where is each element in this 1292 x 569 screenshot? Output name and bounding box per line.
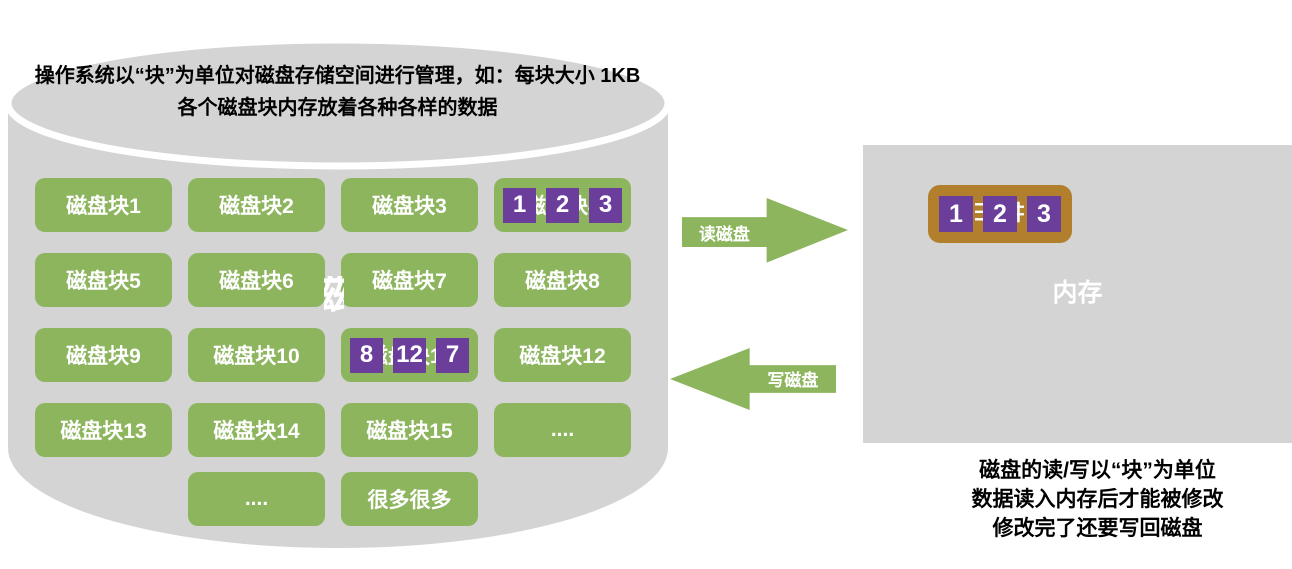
disk-block-with-data: 磁盘块11 8 12 7	[341, 328, 478, 382]
disk-block: 磁盘块1	[35, 178, 172, 232]
data-block: 7	[436, 337, 469, 373]
disk-block-label: 磁盘块8	[525, 270, 600, 293]
hidden-text-fragment-glyph: 磁	[324, 276, 344, 316]
read-disk-arrow-label: 读磁盘	[698, 224, 750, 244]
disk-block: 磁盘块2	[188, 178, 325, 232]
caption-line2: 数据读入内存后才能被修改	[971, 488, 1224, 511]
disk-block: 磁盘块6	[188, 253, 325, 307]
disk-row-3: 磁盘块9 磁盘块10 磁盘块11 8 12 7 磁盘块12	[35, 328, 631, 382]
caption: 磁盘的读/写以“块”为单位 数据读入内存后才能被修改 修改完了还要写回磁盘	[905, 456, 1290, 543]
disk-block: 磁盘块13	[35, 403, 172, 457]
cylinder-top-ellipse	[4, 36, 672, 170]
disk-block-label: ....	[244, 487, 269, 510]
data-block: 1	[939, 196, 973, 232]
write-disk-arrow-label: 写磁盘	[767, 371, 819, 391]
disk-row-5: .... 很多很多	[35, 472, 631, 526]
disk-block-label: 磁盘块12	[519, 345, 606, 368]
memory-buffer: 日 中 1 2 3	[928, 185, 1072, 243]
data-block: 3	[1027, 196, 1061, 232]
data-block: 2	[546, 187, 579, 223]
disk-block: 磁盘块3	[341, 178, 478, 232]
hidden-text-fragment: 磁	[324, 276, 344, 316]
data-block: 2	[983, 196, 1017, 232]
disk-block-label: 磁盘块13	[60, 420, 147, 443]
disk-block: 磁盘块5	[35, 253, 172, 307]
disk-block-label: 磁盘块15	[366, 420, 453, 443]
disk-block-label: 磁盘块14	[213, 420, 300, 443]
disk-block: 磁盘块12	[494, 328, 631, 382]
hidden-text-fragment-glyph: 日	[975, 201, 984, 227]
data-block: 12	[393, 337, 426, 373]
disk-block-label: 磁盘块9	[66, 345, 141, 368]
hidden-text-fragment: 日	[975, 201, 984, 227]
memory-label: 内存	[1052, 279, 1103, 307]
disk-block: ....	[188, 472, 325, 526]
data-block: 8	[350, 337, 383, 373]
disk-block: 磁盘块15	[341, 403, 478, 457]
disk-block-label: 很多很多	[367, 489, 452, 512]
data-block-overlay: 1 2 3	[494, 178, 631, 232]
caption-line1: 磁盘的读/写以“块”为单位	[979, 459, 1216, 482]
disk-block: ....	[494, 403, 631, 457]
disk-row-4: 磁盘块13 磁盘块14 磁盘块15 ....	[35, 403, 631, 457]
disk-heading: 操作系统以“块”为单位对磁盘存储空间进行管理，如：每块大小 1KB 各个磁盘块内…	[10, 60, 665, 124]
data-block: 1	[503, 187, 536, 223]
disk-row-2: 磁盘块5 磁盘块6 磁盘块7 磁盘块8	[35, 253, 631, 307]
data-block-overlay: 8 12 7	[341, 328, 478, 382]
disk-block: 磁盘块9	[35, 328, 172, 382]
disk-block: 磁盘块7	[341, 253, 478, 307]
disk-block: 磁盘块14	[188, 403, 325, 457]
disk-block: 磁盘块10	[188, 328, 325, 382]
disk-heading-line1: 操作系统以“块”为单位对磁盘存储空间进行管理，如：每块大小 1KB	[34, 65, 641, 87]
disk-block-label: 磁盘块2	[219, 195, 294, 218]
disk-block: 磁盘块8	[494, 253, 631, 307]
read-disk-arrow: 读磁盘	[682, 198, 848, 263]
disk-block-label: 磁盘块6	[219, 270, 294, 293]
hidden-text-fragment: 中	[1015, 201, 1024, 227]
disk-block-label: 磁盘块10	[213, 345, 300, 368]
disk-block: 很多很多	[341, 472, 478, 526]
memory-panel: 日 中 1 2 3 内存	[863, 145, 1292, 443]
disk-heading-line2: 各个磁盘块内存放着各种各样的数据	[177, 97, 498, 119]
disk-block-label: 磁盘块3	[372, 195, 447, 218]
hidden-text-fragment-glyph: 中	[1015, 201, 1024, 227]
disk-block-label: 磁盘块1	[66, 195, 141, 218]
disk-block-label: ....	[550, 418, 575, 441]
write-disk-arrow: 写磁盘	[670, 347, 836, 411]
disk-block-grid: 磁盘块1 磁盘块2 磁盘块3 磁盘块4 1 2 3 磁盘块5	[35, 178, 631, 547]
data-block: 3	[589, 187, 622, 223]
disk-block-with-data: 磁盘块4 1 2 3	[494, 178, 631, 232]
disk-block-label: 磁盘块5	[66, 270, 141, 293]
caption-line3: 修改完了还要写回磁盘	[992, 517, 1203, 540]
disk-block-label: 磁盘块7	[372, 270, 447, 293]
disk-row-1: 磁盘块1 磁盘块2 磁盘块3 磁盘块4 1 2 3	[35, 178, 631, 232]
